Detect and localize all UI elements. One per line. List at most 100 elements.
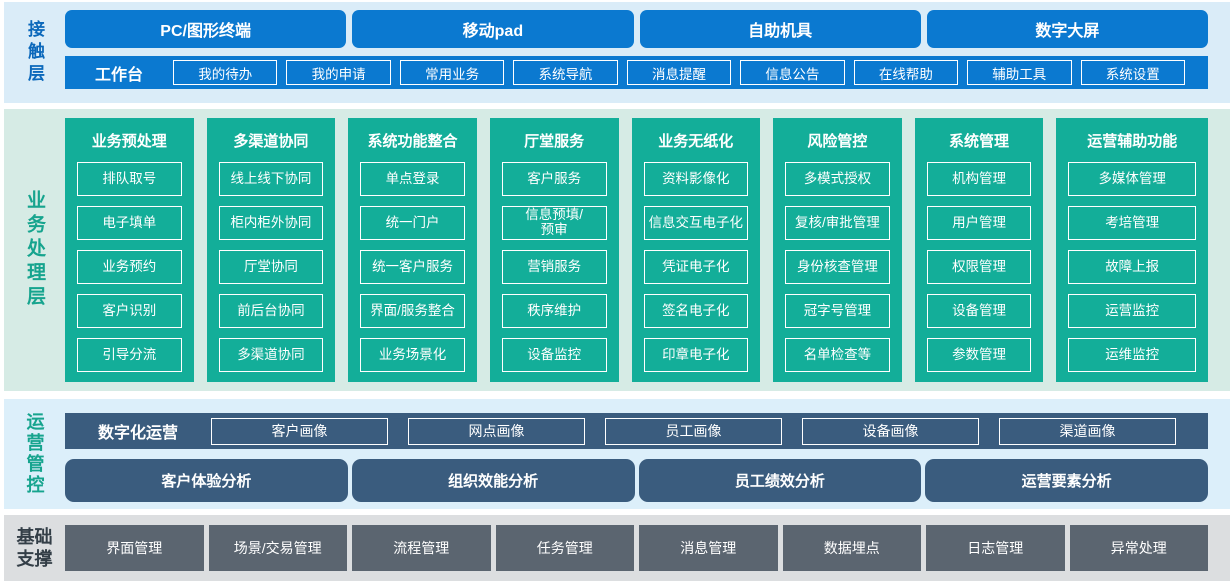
foundation-box: 数据埋点: [782, 525, 921, 571]
module-box: 业务预约: [77, 250, 182, 284]
module-box: 凭证电子化: [643, 250, 749, 284]
module-box: 统一门户: [360, 206, 465, 240]
operations-label-col: 运营管控: [4, 399, 65, 509]
module-box: 柜内柜外协同: [218, 206, 324, 240]
business-column-items: 资料影像化信息交互电子化凭证电子化签名电子化印章电子化: [643, 162, 749, 382]
module-box: 排队取号: [77, 162, 182, 196]
business-column-title: 业务预处理: [91, 133, 167, 150]
profile-box: 客户画像: [211, 417, 388, 445]
business-column-items: 多媒体管理考培管理故障上报运营监控运维监控: [1068, 162, 1197, 382]
business-column-multichannel: 多渠道协同 线上线下协同柜内柜外协同厅堂协同前后台协同多渠道协同: [206, 118, 336, 382]
business-layer-band: 业务处理层 业务预处理 排队取号电子填单业务预约客户识别引导分流 多渠道协同 线…: [4, 109, 1230, 391]
business-column-lobby-service: 厅堂服务 客户服务信息预填/ 预审营销服务秩序维护设备监控: [489, 118, 619, 382]
module-box: 运营监控: [1068, 294, 1197, 328]
workbench-item: 系统设置: [1080, 60, 1185, 85]
module-box: 秩序维护: [501, 294, 607, 328]
channel-box: 移动pad: [352, 10, 634, 48]
module-box: 界面/服务整合: [360, 294, 465, 328]
module-box: 单点登录: [360, 162, 465, 196]
digital-ops-bar: 数字化运营 客户画像网点画像员工画像设备画像渠道画像: [65, 413, 1208, 449]
channel-box: PC/图形终端: [65, 10, 347, 48]
analysis-row: 客户体验分析组织效能分析员工绩效分析运营要素分析: [65, 459, 1208, 502]
business-column-title: 风险管控: [807, 133, 868, 150]
profile-box: 员工画像: [605, 417, 782, 445]
operations-content: 数字化运营 客户画像网点画像员工画像设备画像渠道画像 客户体验分析组织效能分析员…: [65, 399, 1230, 509]
contact-layer-label-col: 接触层: [4, 2, 65, 103]
business-column-title: 厅堂服务: [524, 133, 585, 150]
module-box: 统一客户服务: [360, 250, 465, 284]
foundation-row: 界面管理场景/交易管理流程管理任务管理消息管理数据埋点日志管理异常处理: [65, 525, 1208, 571]
analysis-box: 员工绩效分析: [638, 459, 922, 502]
workbench-item: 在线帮助: [853, 60, 959, 85]
foundation-content: 界面管理场景/交易管理流程管理任务管理消息管理数据埋点日志管理异常处理: [65, 515, 1230, 581]
module-box: 名单检查等: [785, 338, 890, 372]
module-box: 线上线下协同: [218, 162, 324, 196]
business-column-preprocess: 业务预处理 排队取号电子填单业务预约客户识别引导分流: [65, 118, 194, 382]
business-column-ops-aux: 运营辅助功能 多媒体管理考培管理故障上报运营监控运维监控: [1056, 118, 1209, 382]
module-box: 权限管理: [926, 250, 1032, 284]
analysis-box: 组织效能分析: [351, 459, 635, 502]
workbench-item: 消息提醒: [626, 60, 732, 85]
operations-label: 运营管控: [24, 412, 45, 496]
module-box: 冠字号管理: [785, 294, 890, 328]
module-box: 信息交互电子化: [643, 206, 749, 240]
module-box: 印章电子化: [643, 338, 749, 372]
business-column-risk-control: 风险管控 多模式授权复核/审批管理身份核查管理冠字号管理名单检查等: [773, 118, 902, 382]
module-box: 电子填单: [77, 206, 182, 240]
module-box: 签名电子化: [643, 294, 749, 328]
module-box: 复核/审批管理: [785, 206, 890, 240]
module-box: 机构管理: [926, 162, 1032, 196]
business-column-title: 多渠道协同: [233, 133, 309, 150]
workbench-items: 我的待办我的申请常用业务系统导航消息提醒信息公告在线帮助辅助工具系统设置: [173, 60, 1194, 85]
module-box: 前后台协同: [218, 294, 324, 328]
module-box: 设备监控: [501, 338, 607, 372]
module-box: 客户服务: [501, 162, 607, 196]
business-layer-content: 业务预处理 排队取号电子填单业务预约客户识别引导分流 多渠道协同 线上线下协同柜…: [65, 109, 1230, 391]
module-box: 参数管理: [926, 338, 1032, 372]
workbench-item: 我的待办: [173, 60, 278, 85]
business-column-title: 系统管理: [949, 133, 1010, 150]
channel-box: 自助机具: [639, 10, 921, 48]
workbench-item: 系统导航: [513, 60, 618, 85]
foundation-box: 日志管理: [926, 525, 1065, 571]
foundation-label: 基础支撑: [16, 526, 53, 570]
module-box: 多渠道协同: [218, 338, 324, 372]
module-box: 多媒体管理: [1068, 162, 1197, 196]
workbench-item: 辅助工具: [967, 60, 1072, 85]
module-box: 营销服务: [501, 250, 607, 284]
digital-ops-label: 数字化运营: [97, 425, 178, 442]
module-box: 运维监控: [1068, 338, 1197, 372]
business-column-items: 客户服务信息预填/ 预审营销服务秩序维护设备监控: [501, 162, 607, 382]
foundation-box: 场景/交易管理: [208, 525, 347, 571]
contact-layer-label: 接触层: [25, 19, 44, 86]
business-column-title: 业务无纸化: [658, 133, 734, 150]
business-column-system-mgmt: 系统管理 机构管理用户管理权限管理设备管理参数管理: [914, 118, 1044, 382]
module-box: 故障上报: [1068, 250, 1197, 284]
business-layer-label-col: 业务处理层: [4, 109, 65, 391]
workbench-label: 工作台: [94, 66, 143, 84]
business-column-items: 机构管理用户管理权限管理设备管理参数管理: [926, 162, 1032, 382]
foundation-band: 基础支撑 界面管理场景/交易管理流程管理任务管理消息管理数据埋点日志管理异常处理: [4, 515, 1230, 581]
module-box: 设备管理: [926, 294, 1032, 328]
business-column-items: 排队取号电子填单业务预约客户识别引导分流: [77, 162, 182, 382]
workbench-item: 信息公告: [740, 60, 845, 85]
profile-box: 渠道画像: [999, 417, 1176, 445]
foundation-label-col: 基础支撑: [4, 515, 65, 581]
foundation-box: 异常处理: [1069, 525, 1208, 571]
business-columns: 业务预处理 排队取号电子填单业务预约客户识别引导分流 多渠道协同 线上线下协同柜…: [65, 109, 1209, 391]
profile-boxes: 客户画像网点画像员工画像设备画像渠道画像: [211, 417, 1196, 445]
profile-box: 网点画像: [408, 417, 585, 445]
business-column-items: 线上线下协同柜内柜外协同厅堂协同前后台协同多渠道协同: [218, 162, 324, 382]
operations-band: 运营管控 数字化运营 客户画像网点画像员工画像设备画像渠道画像 客户体验分析组织…: [4, 399, 1230, 509]
channel-box: 数字大屏: [926, 10, 1208, 48]
module-box: 引导分流: [77, 338, 182, 372]
business-column-integration: 系统功能整合 单点登录统一门户统一客户服务界面/服务整合业务场景化: [348, 118, 477, 382]
analysis-box: 客户体验分析: [65, 459, 348, 502]
business-layer-label: 业务处理层: [24, 190, 45, 310]
foundation-box: 任务管理: [495, 525, 634, 571]
module-box: 考培管理: [1068, 206, 1197, 240]
